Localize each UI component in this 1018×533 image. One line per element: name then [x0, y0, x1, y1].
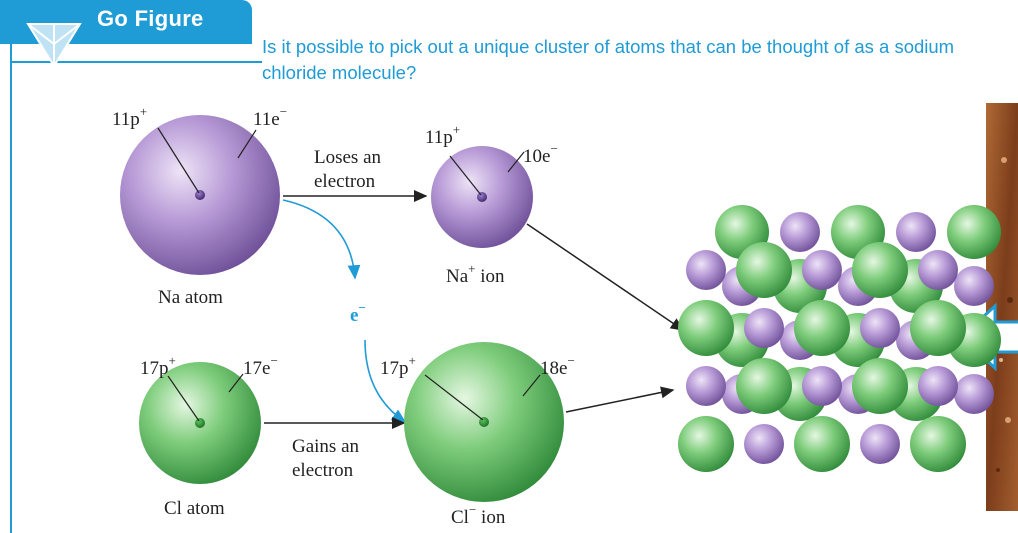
na-ion-sphere — [954, 266, 994, 306]
na-ion-sphere — [744, 308, 784, 348]
nacl-lattice — [678, 205, 1001, 472]
na-ion-sphere — [896, 212, 936, 252]
salt-crystal-photo — [986, 103, 1018, 511]
na-atom-caption: Na atom — [158, 287, 223, 308]
na-ion-sphere — [802, 366, 842, 406]
na-ion-sphere — [686, 366, 726, 406]
loses-label-line2: electron — [314, 171, 376, 192]
na-ion-sphere — [860, 308, 900, 348]
na-ion-caption: Na+ ion — [446, 261, 505, 287]
cl-ion-sphere — [852, 242, 908, 298]
cl-ion-sphere — [736, 358, 792, 414]
cl-ion-sphere — [947, 205, 1001, 259]
na-atom-electrons: 11e− — [253, 104, 287, 130]
na-atom-protons: 11p+ — [112, 104, 147, 130]
cl-ion-sphere — [910, 416, 966, 472]
na-ion-sphere — [802, 250, 842, 290]
go-figure-question: Is it possible to pick out a unique clus… — [262, 34, 1012, 86]
na-ion — [431, 146, 533, 248]
electron-label: e− — [350, 300, 366, 326]
na-ion-sphere — [744, 424, 784, 464]
electron-transfer-arrow-top — [283, 200, 355, 278]
na-ion-sphere — [860, 424, 900, 464]
na-ion-sphere — [918, 250, 958, 290]
cl-atom-caption: Cl atom — [164, 498, 225, 519]
na-ion-protons: 11p+ — [425, 122, 460, 148]
triangle-logo-icon — [28, 24, 80, 66]
electron-transfer-arrow-bottom — [365, 340, 405, 422]
na-atom — [120, 115, 280, 275]
na-ion-electrons: 10e− — [523, 141, 558, 167]
na-ion-sphere — [780, 212, 820, 252]
gains-label-line1: Gains an — [292, 436, 360, 457]
cl-ion-sphere — [794, 300, 850, 356]
loses-label-line1: Loses an — [314, 147, 382, 168]
gains-label-line2: electron — [292, 460, 354, 481]
cl-atom — [139, 362, 261, 484]
cl-ion-sphere — [678, 300, 734, 356]
cl-ion-sphere — [910, 300, 966, 356]
cl-ion-sphere — [852, 358, 908, 414]
cl-ion-sphere — [794, 416, 850, 472]
cl-atom-electrons: 17e− — [243, 353, 278, 379]
na-ion-sphere — [954, 374, 994, 414]
cl-ion-sphere — [736, 242, 792, 298]
na-ion-to-lattice-arrow — [527, 224, 683, 330]
na-ion-sphere — [686, 250, 726, 290]
cl-ion-protons: 17p+ — [380, 353, 416, 379]
cl-ion-sphere — [678, 416, 734, 472]
go-figure-label: Go Figure — [97, 6, 204, 32]
na-ion-sphere — [918, 366, 958, 406]
cl-ion-electrons: 18e− — [540, 353, 575, 379]
cl-ion-to-lattice-arrow — [566, 390, 673, 412]
cl-ion-caption: Cl− ion — [451, 502, 506, 528]
